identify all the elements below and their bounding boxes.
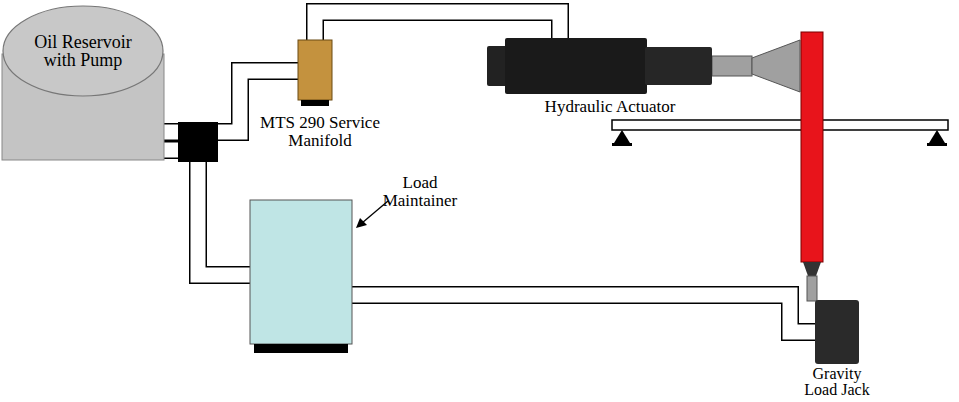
reservoir-tank: Oil Reservoir with Pump — [2, 4, 164, 160]
hydraulic-actuator: Hydraulic Actuator — [487, 38, 712, 94]
hydraulic-pipe — [164, 150, 250, 275]
service-manifold-shape — [298, 40, 332, 102]
pipe-wall — [164, 150, 250, 275]
node-label: Gravity Load Jack — [795, 366, 879, 398]
leader-arrowhead — [356, 218, 367, 228]
beam-support — [614, 130, 630, 143]
node-label: Oil Reservoir with Pump — [21, 33, 145, 69]
hydraulic-pipe — [352, 295, 815, 332]
pipe-bore — [315, 12, 560, 40]
jack-rod — [807, 276, 817, 301]
column-tip — [803, 262, 821, 276]
load-cone — [752, 40, 800, 92]
pipe-wall — [352, 295, 815, 332]
hydraulic-actuator-shape — [487, 38, 712, 94]
test-beam — [612, 120, 948, 130]
pipe-wall — [315, 12, 560, 40]
pipe-bore — [352, 295, 815, 332]
gravity-load-jack: Gravity Load Jack — [815, 300, 859, 364]
hydraulic-pipe — [315, 12, 560, 40]
service-manifold: MTS 290 Service Manifold — [298, 40, 332, 102]
beam-support-base — [927, 143, 947, 146]
pipe-bore — [164, 150, 250, 275]
node-label: Load Maintainer — [374, 174, 466, 210]
gravity-load-jack-shape — [815, 300, 859, 364]
beam-support-base — [612, 143, 632, 146]
load-maintainer: Load Maintainer — [250, 200, 352, 348]
pipe-junction — [178, 122, 218, 162]
actuator-rod — [712, 56, 752, 76]
reservoir-tank-shape — [2, 4, 164, 160]
load-column — [801, 32, 823, 262]
load-maintainer-shape — [250, 200, 352, 348]
beam-support — [929, 130, 945, 143]
node-label: MTS 290 Service Manifold — [255, 114, 385, 150]
node-label: Hydraulic Actuator — [545, 98, 676, 116]
